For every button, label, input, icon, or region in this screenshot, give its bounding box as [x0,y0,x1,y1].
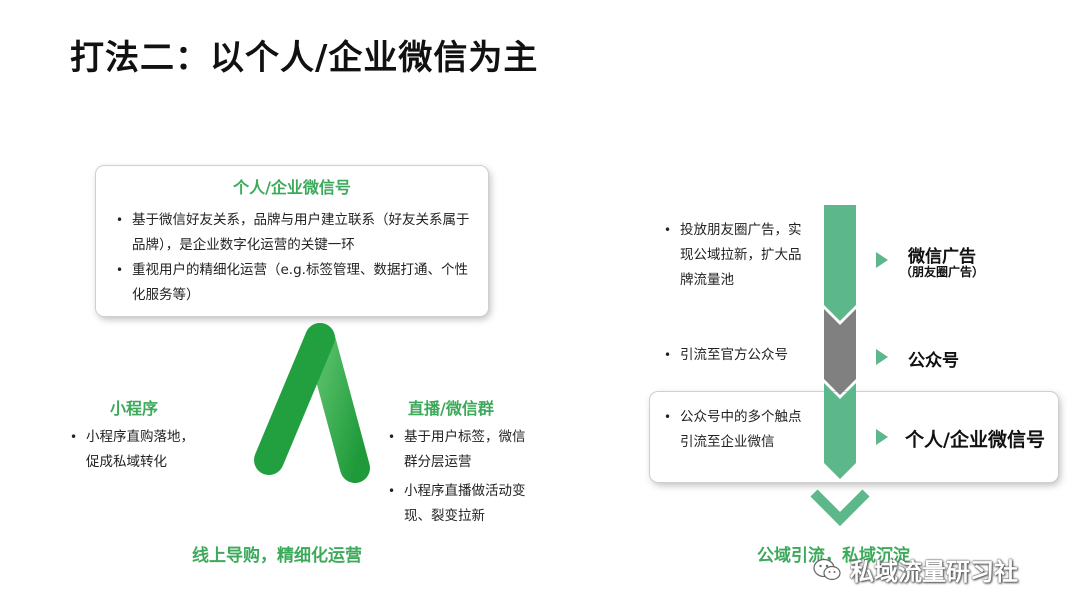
list-item: 投放朋友圈广告，实现公域拉新，扩大品牌流量池 [662,218,812,293]
step-1-label: 微信广告 [908,247,976,267]
list-item: 重视用户的精细化运营（e.g.标签管理、数据打通、个性化服务等） [114,258,470,308]
list-item: 基于微信好友关系，品牌与用户建立联系（好友关系属于品牌），是企业数字化运营的关键… [114,208,470,258]
list-item: 小程序直购落地，促成私域转化 [68,425,200,475]
step-1-marker-icon [876,252,888,268]
step-3-marker-icon [876,429,888,445]
page-title: 打法二：以个人/企业微信为主 [70,38,539,78]
list-item: 引流至官方公众号 [662,343,812,368]
step-3-desc: 公众号中的多个触点引流至企业微信 [662,405,802,455]
step-1-desc: 投放朋友圈广告，实现公域拉新，扩大品牌流量池 [662,218,812,293]
step-3-label: 个人/企业微信号 [905,429,1045,451]
live-group-title: 直播/微信群 [408,399,494,418]
right-footer-caption: 公域引流，私域沉淀 [757,546,910,566]
step-2-marker-icon [876,349,888,365]
live-group-list: 基于用户标签，微信群分层运营 小程序直播做活动变现、裂变拉新 [386,425,534,529]
triangle-logo-icon [238,323,370,483]
mini-program-list: 小程序直购落地，促成私域转化 [68,425,200,475]
wechat-icon [813,558,841,580]
mini-program-title: 小程序 [110,399,159,418]
watermark: 私域流量研习社 [812,552,1018,587]
step-2-desc: 引流至官方公众号 [662,343,812,368]
step-2-label: 公众号 [908,351,959,371]
list-item: 基于用户标签，微信群分层运营 [386,425,534,475]
watermark-text: 私域流量研习社 [850,558,1018,586]
card-title: 个人/企业微信号 [233,178,351,197]
flow-arrow-icon [810,205,870,527]
list-item: 小程序直播做活动变现、裂变拉新 [386,479,534,529]
wechat-account-card: 个人/企业微信号 基于微信好友关系，品牌与用户建立联系（好友关系属于品牌），是企… [96,166,488,316]
card-bullet-list: 基于微信好友关系，品牌与用户建立联系（好友关系属于品牌），是企业数字化运营的关键… [114,208,470,308]
step-1-sublabel: （朋友圈广告） [900,265,985,279]
list-item: 公众号中的多个触点引流至企业微信 [662,405,802,455]
left-footer-caption: 线上导购，精细化运营 [192,546,362,566]
